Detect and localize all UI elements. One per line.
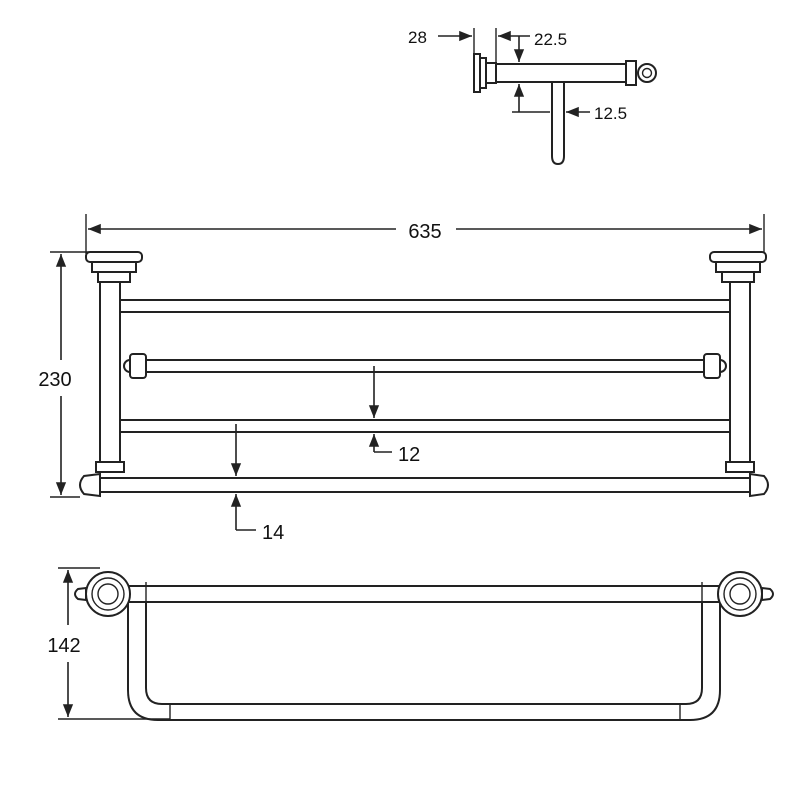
right-post-cap xyxy=(709,251,767,263)
bottom-rail-end-left xyxy=(79,472,101,498)
right-post-collar xyxy=(715,261,761,273)
right-post-neck xyxy=(721,271,755,283)
top-rosette-right-center xyxy=(729,583,751,605)
dim-28-label: 28 xyxy=(408,28,427,47)
side-hanger xyxy=(551,82,565,166)
front-view: 635 230 12 xyxy=(38,214,769,544)
towel-rail-bracket-left xyxy=(129,353,147,379)
dim-12-5-label: 12.5 xyxy=(594,104,627,123)
top-view: 142 xyxy=(47,567,774,721)
top-rosette-left-ring xyxy=(91,577,125,611)
left-post xyxy=(99,281,121,463)
side-end-ring xyxy=(637,63,657,83)
top-frame-outer xyxy=(127,600,721,721)
dim-230-label: 230 xyxy=(38,369,71,391)
side-end-ring-inner xyxy=(641,67,653,79)
left-post-collar xyxy=(91,261,137,273)
left-post-base xyxy=(95,461,125,473)
bottom-rail-end-right xyxy=(749,472,769,498)
dim-22-5-label: 22.5 xyxy=(534,30,567,49)
left-post-cap xyxy=(85,251,143,263)
side-end-cap xyxy=(625,60,637,86)
top-rosette-left-center xyxy=(97,583,119,605)
towel-rail xyxy=(123,359,727,373)
right-post xyxy=(729,281,751,463)
top-end-left xyxy=(74,586,87,602)
side-view: 28 22.5 12.5 xyxy=(408,28,657,166)
dim-142-label: 142 xyxy=(47,635,80,657)
dim-635-label: 635 xyxy=(408,221,441,243)
side-collar xyxy=(485,62,497,84)
right-post-base xyxy=(725,461,755,473)
towel-rail-bracket-right xyxy=(703,353,721,379)
side-arm xyxy=(495,63,627,83)
left-post-neck xyxy=(97,271,131,283)
top-front-rail xyxy=(111,585,739,603)
top-end-right xyxy=(761,586,774,602)
shelf-bar-3 xyxy=(119,419,731,433)
top-rosette-right-ring xyxy=(723,577,757,611)
shelf-bar-1 xyxy=(119,299,731,313)
top-frame-inner xyxy=(145,600,703,705)
dim-12-label: 12 xyxy=(398,444,420,466)
bottom-rail xyxy=(99,477,751,493)
dim-14-label: 14 xyxy=(262,522,284,544)
